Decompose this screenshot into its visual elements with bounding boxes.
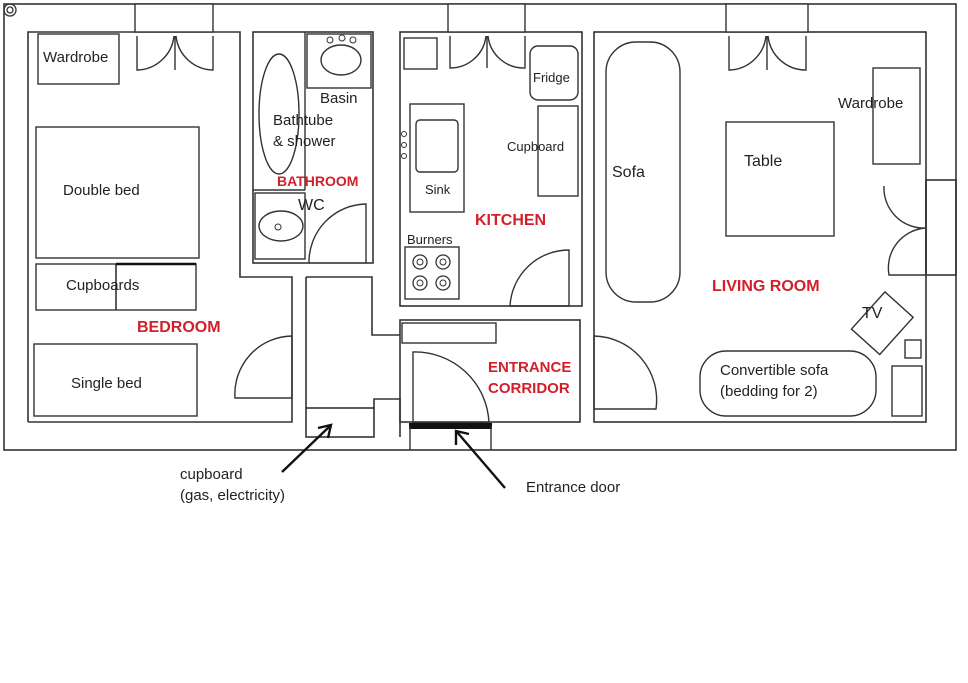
entrance-door-annotation: Entrance door: [526, 479, 620, 496]
tv: [850, 290, 915, 356]
single-bed-label: Single bed: [71, 375, 142, 392]
tv-label: TV: [862, 305, 883, 322]
convertible-sofa-label-2: (bedding for 2): [720, 383, 818, 400]
sofa: [605, 41, 681, 303]
window-opening-icon: [136, 35, 214, 71]
double-bed: [35, 126, 200, 259]
small-cabinet: [904, 339, 922, 359]
room-label-entrance: ENTRANCE: [488, 359, 571, 376]
table: [725, 121, 835, 237]
room-label-bathroom: BATHROOM: [277, 173, 358, 189]
entrance-corridor-wall: [399, 319, 581, 423]
coat-shelf: [401, 322, 497, 344]
arrow-icon: [454, 429, 506, 489]
balcony-door-frame: [925, 179, 957, 276]
single-bed: [33, 343, 198, 417]
balcony-door-icon: [883, 180, 927, 229]
sofa-label: Sofa: [612, 164, 645, 181]
entrance-door-swing-icon: [412, 351, 490, 424]
wc-label: WC: [298, 197, 325, 214]
bathtub: [258, 53, 300, 175]
living-room-door-icon: [593, 335, 658, 410]
side-cabinet: [891, 365, 923, 417]
corner-mark-icon: [3, 3, 17, 17]
burners: [404, 246, 460, 300]
bathroom-door-icon: [308, 203, 367, 264]
wardrobe-living: [872, 67, 921, 165]
kitchen-door-icon: [509, 249, 570, 307]
window-living: [725, 3, 809, 33]
bathtub-label-2: & shower: [273, 133, 336, 150]
window-opening-icon: [449, 35, 526, 69]
bedroom-wall: [27, 31, 293, 423]
bathroom-wall: [252, 31, 374, 264]
bathtub-label: Bathtube: [273, 112, 333, 129]
wardrobe-living-label: Wardrobe: [838, 95, 903, 112]
room-label-bedroom: BEDROOM: [137, 319, 221, 336]
sink: [415, 119, 459, 173]
room-label-kitchen: KITCHEN: [475, 212, 546, 229]
fridge-label: Fridge: [533, 70, 570, 85]
convertible-sofa: [699, 350, 877, 417]
convertible-sofa-label: Convertible sofa: [720, 362, 829, 379]
room-label-living-room: LIVING ROOM: [712, 278, 820, 295]
window-opening-icon: [728, 35, 807, 71]
utility-cupboard: [305, 407, 375, 438]
basin: [320, 44, 362, 76]
arrow-icon: [281, 423, 333, 473]
sink-label: Sink: [425, 182, 451, 197]
cupboard-kitchen: [537, 105, 579, 197]
wardrobe-bedroom-label: Wardrobe: [43, 49, 108, 66]
window-bedroom: [134, 3, 214, 33]
cupboards-label: Cupboards: [66, 277, 139, 294]
table-label: Table: [744, 153, 782, 170]
basin-label: Basin: [320, 90, 358, 107]
burners-label: Burners: [407, 232, 453, 247]
hall-wall: [306, 276, 400, 336]
cupboard-kitchen-label: Cupboard: [507, 139, 564, 154]
kitchen-unit: [403, 37, 438, 70]
fridge: [529, 45, 579, 101]
bedroom-door-icon: [234, 335, 293, 399]
room-label-corridor: CORRIDOR: [488, 380, 570, 397]
double-bed-label: Double bed: [63, 182, 140, 199]
window-kitchen: [447, 3, 526, 33]
wardrobe-bedroom: [37, 33, 120, 85]
balcony-door-icon: [887, 227, 927, 276]
cupboard-annotation-2: (gas, electricity): [180, 487, 285, 504]
cupboard-annotation: cupboard: [180, 466, 243, 483]
